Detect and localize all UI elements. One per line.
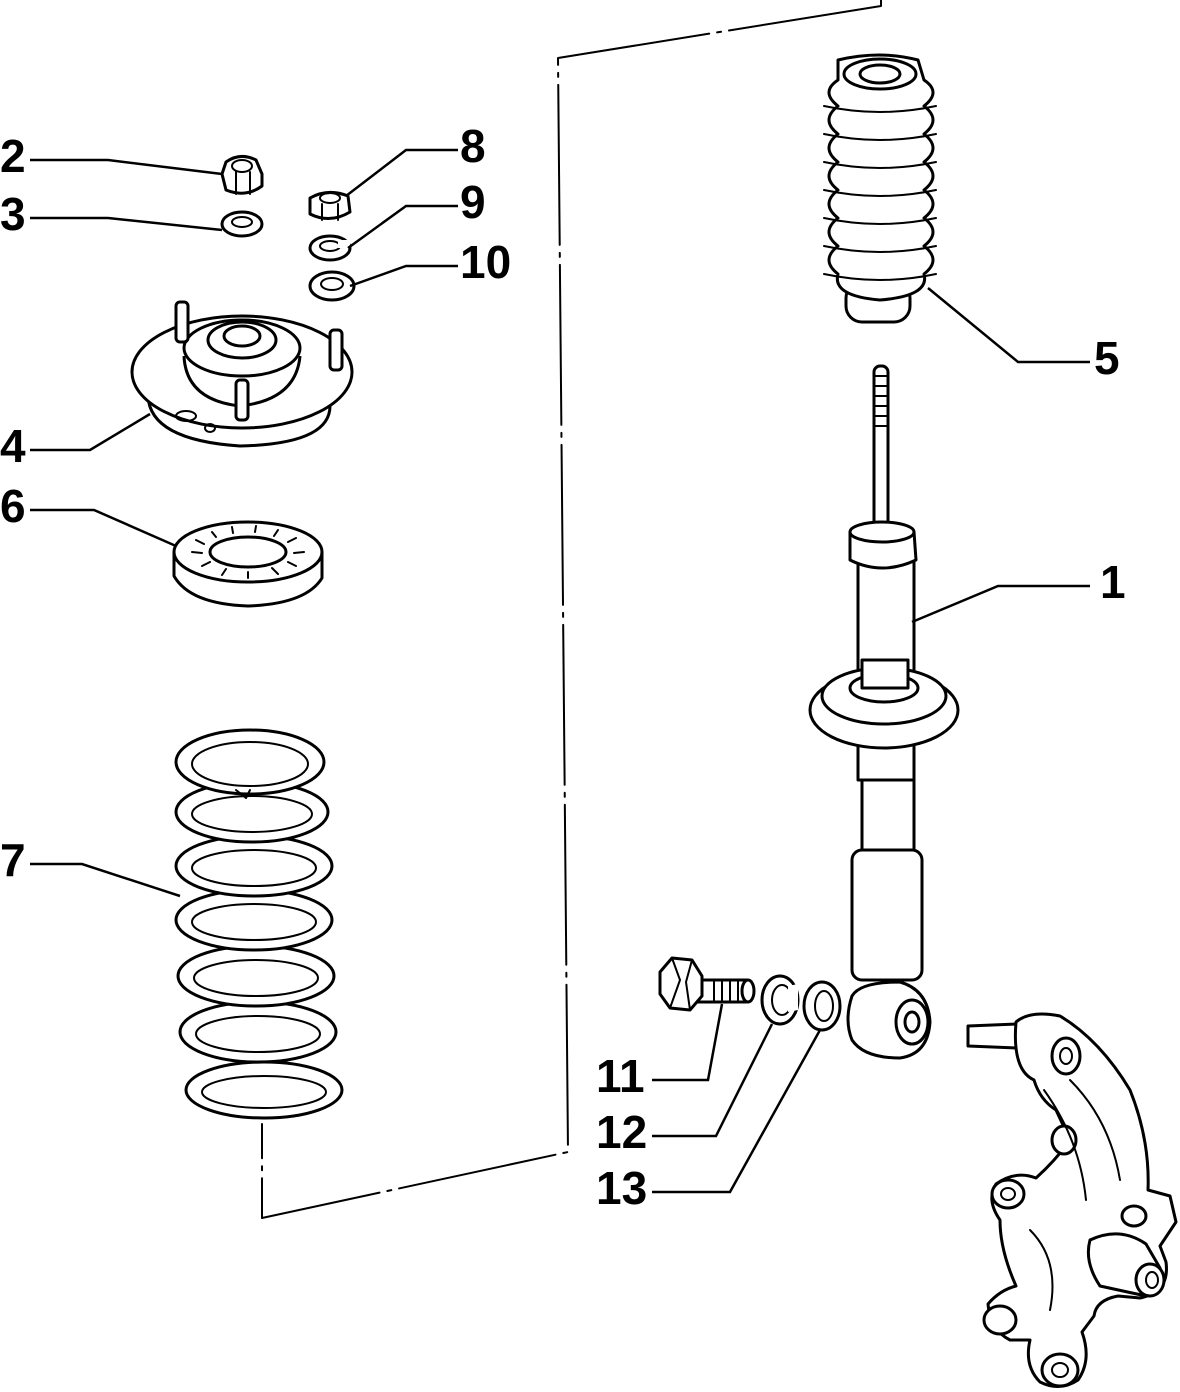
callout-6: 6	[0, 480, 26, 532]
dust-boot	[823, 53, 937, 324]
leader-4	[30, 412, 151, 452]
nut-small	[308, 191, 352, 221]
bolt	[658, 956, 756, 1012]
callout-3: 3	[0, 188, 26, 240]
callout-11: 11	[596, 1050, 645, 1102]
leader-10	[349, 264, 458, 288]
flat-washer	[802, 980, 842, 1032]
assembly-axis-line	[261, 0, 882, 1219]
leader-6	[30, 508, 177, 548]
leader-11	[652, 1003, 724, 1082]
split-washer	[760, 974, 800, 1026]
leader-1	[911, 584, 1090, 624]
leader-9	[347, 204, 458, 250]
callout-7: 7	[0, 834, 26, 886]
washer-upper	[220, 210, 264, 238]
steering-knuckle	[966, 1012, 1178, 1388]
callout-labels: 1 2 3 4 5 6 7 8 9 10 11 12 13	[0, 120, 1126, 1214]
coil-spring	[174, 728, 344, 1120]
callout-9: 9	[460, 176, 486, 228]
nut-upper	[220, 155, 264, 195]
lock-ring	[308, 234, 352, 262]
strut-top-mount	[130, 300, 354, 448]
leader-7	[30, 862, 181, 898]
leader-lines	[30, 148, 1090, 1194]
callout-8: 8	[460, 120, 486, 172]
callout-12: 12	[596, 1106, 647, 1158]
callout-10: 10	[460, 236, 511, 288]
shock-absorber	[808, 364, 960, 1060]
leader-13	[652, 1029, 822, 1194]
leader-12	[652, 1023, 774, 1138]
leader-5	[927, 287, 1090, 364]
callout-5: 5	[1094, 332, 1120, 384]
callout-2: 2	[0, 130, 26, 182]
callout-1: 1	[1100, 556, 1126, 608]
leader-2	[30, 158, 223, 176]
leader-8	[345, 148, 458, 197]
washer-small	[308, 270, 356, 302]
callout-4: 4	[0, 420, 26, 472]
spring-seat	[172, 520, 324, 608]
leader-3	[30, 216, 223, 232]
callout-13: 13	[596, 1162, 647, 1214]
